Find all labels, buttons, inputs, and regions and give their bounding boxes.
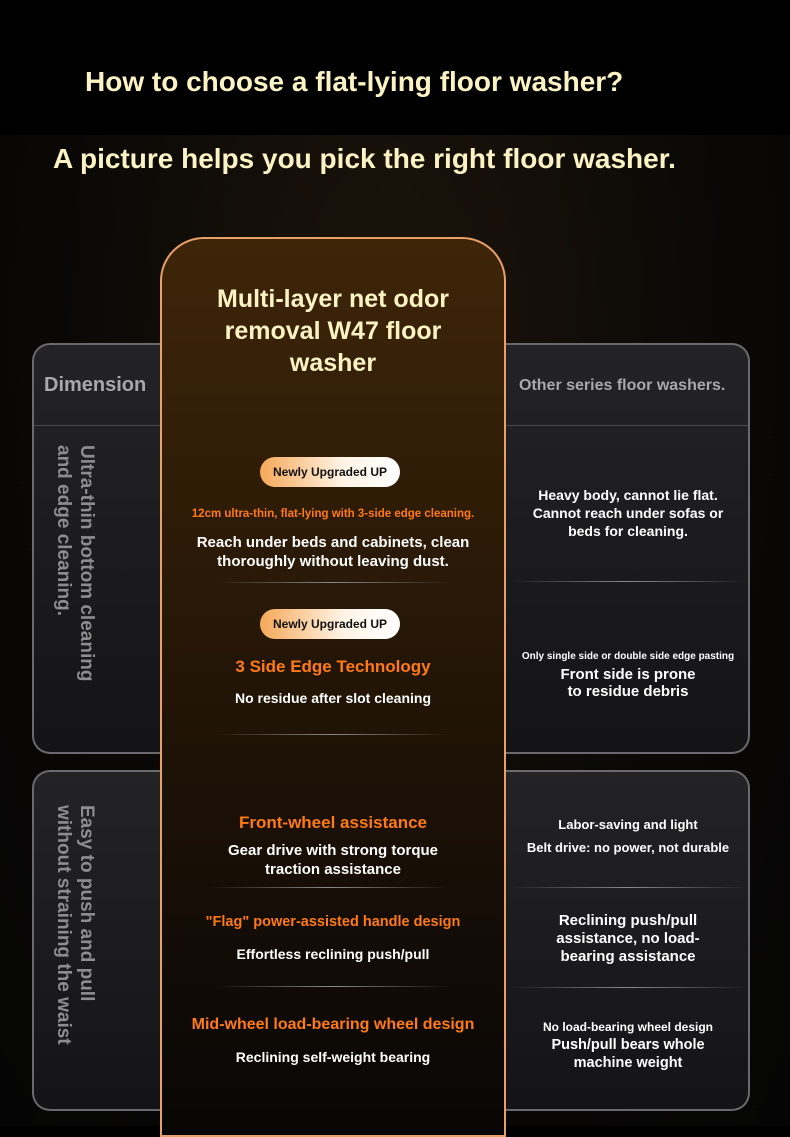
other-note: Labor-saving and light [558, 817, 698, 832]
upgrade-badge: Newly Upgraded UP [260, 609, 400, 639]
row-divider [510, 887, 748, 888]
row-divider [510, 581, 748, 582]
other-detail: Belt drive: no power, not durable [526, 840, 730, 855]
product-title: Multi-layer net odor removal W47 floor w… [217, 285, 449, 377]
other-detail: Push/pull bears whole machine weight [551, 1037, 705, 1071]
feature-detail: Gear drive with strong torque traction a… [227, 842, 439, 878]
dimension-card-1 [32, 343, 172, 754]
feature-detail: Effortless reclining push/pull [236, 946, 430, 962]
feature-highlight: 3 Side Edge Technology [235, 657, 431, 676]
row-divider [215, 582, 450, 583]
dimension-ultra-thin: Ultra-thin bottom cleaning and edge clea… [53, 445, 97, 682]
other-card-1 [495, 343, 750, 754]
row-divider [215, 986, 450, 987]
dimension-label: Dimension [44, 374, 147, 396]
feature-highlight: Front-wheel assistance [238, 813, 427, 832]
row-divider [510, 987, 748, 988]
other-detail: Heavy body, cannot lie flat. Cannot reac… [532, 487, 724, 539]
product-column [160, 237, 506, 1137]
upgrade-badge: Newly Upgraded UP [260, 457, 400, 487]
feature-detail: No residue after slot cleaning [234, 690, 432, 706]
other-series-label: Other series floor washers. [519, 377, 726, 394]
other-detail: Reclining push/pull assistance, no load-… [556, 912, 700, 965]
feature-detail: Reach under beds and cabinets, clean tho… [196, 534, 470, 570]
other-detail: Front side is prone to residue debris [560, 666, 696, 700]
other-note: No load-bearing wheel design [542, 1020, 714, 1034]
feature-detail: Reclining self-weight bearing [235, 1049, 431, 1065]
dimension-easy-push: Easy to push and pull without straining … [53, 805, 97, 1045]
other-note: Only single side or double side edge pas… [521, 651, 735, 662]
page-title: How to choose a flat-lying floor washer? [85, 66, 624, 97]
feature-highlight: 12cm ultra-thin, flat-lying with 3-side … [191, 508, 475, 520]
feature-highlight: "Flag" power-assisted handle design [205, 914, 461, 930]
other-card-2 [495, 770, 750, 1111]
page-subtitle: A picture helps you pick the right floor… [53, 143, 676, 174]
row-divider [215, 734, 450, 735]
feature-highlight: Mid-wheel load-bearing wheel design [191, 1016, 475, 1033]
dimension-card-2 [32, 770, 172, 1111]
row-divider [210, 887, 450, 888]
